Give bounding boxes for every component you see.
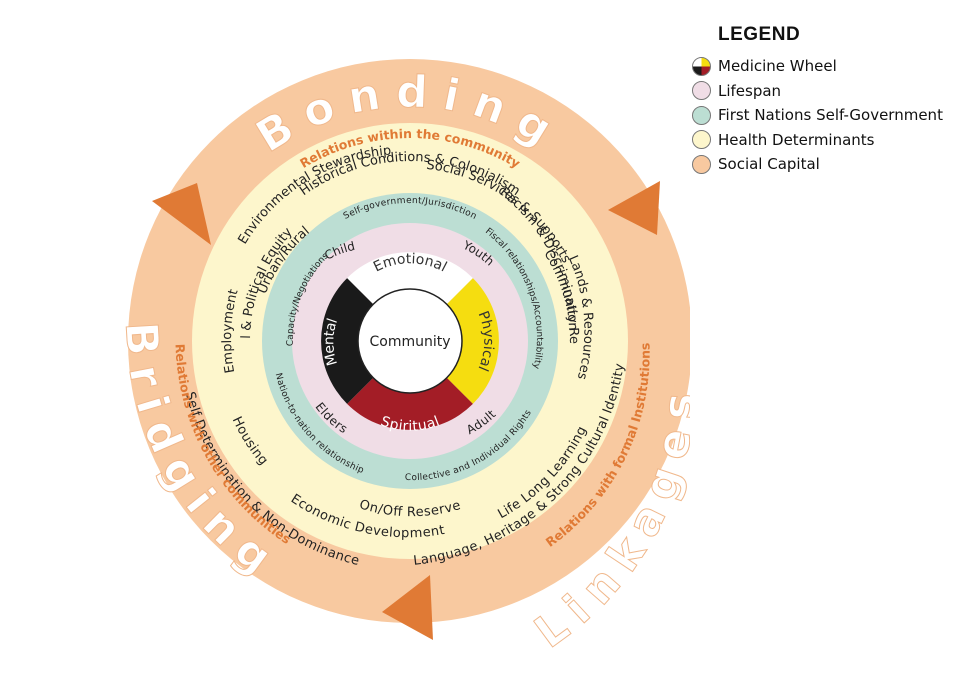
legend-title: LEGEND: [718, 24, 801, 45]
arrow-top-left: [152, 183, 211, 245]
community-center: [357, 288, 463, 394]
legend-label: First Nations Self-Government: [718, 106, 943, 125]
arrow-bottom: [382, 575, 433, 640]
physical-label: Physical: [475, 309, 497, 373]
legend-label: Health Determinants: [718, 130, 875, 149]
svg-text:Physical: Physical: [475, 309, 497, 373]
legend: LEGEND Medicine Wheel Lifespan First Nat…: [692, 24, 972, 177]
arrow-top-right: [608, 181, 660, 235]
legend-item-social-capital: Social Capital: [692, 152, 972, 177]
legend-item-lifespan: Lifespan: [692, 79, 972, 104]
legend-item-medicine-wheel: Medicine Wheel: [692, 54, 972, 79]
medicine-wheel-swatch-icon: [692, 56, 711, 76]
legend-label: Medicine Wheel: [718, 57, 837, 76]
legend-item-self-government: First Nations Self-Government: [692, 103, 972, 128]
legend-label: Social Capital: [718, 155, 820, 174]
social-determinants-wheel: Community Emotional Physical Spiritual M…: [0, 0, 690, 659]
spiritual-label: Spiritual: [379, 413, 442, 434]
social-capital-swatch-icon: [692, 154, 711, 174]
self-government-swatch-icon: [692, 105, 711, 125]
legend-label: Lifespan: [718, 81, 782, 100]
legend-item-health-determinants: Health Determinants: [692, 128, 972, 153]
lifespan-swatch-icon: [692, 81, 711, 101]
health-determinants-swatch-icon: [692, 130, 711, 150]
community-label: Community: [369, 334, 450, 350]
svg-text:Spiritual: Spiritual: [379, 413, 442, 434]
